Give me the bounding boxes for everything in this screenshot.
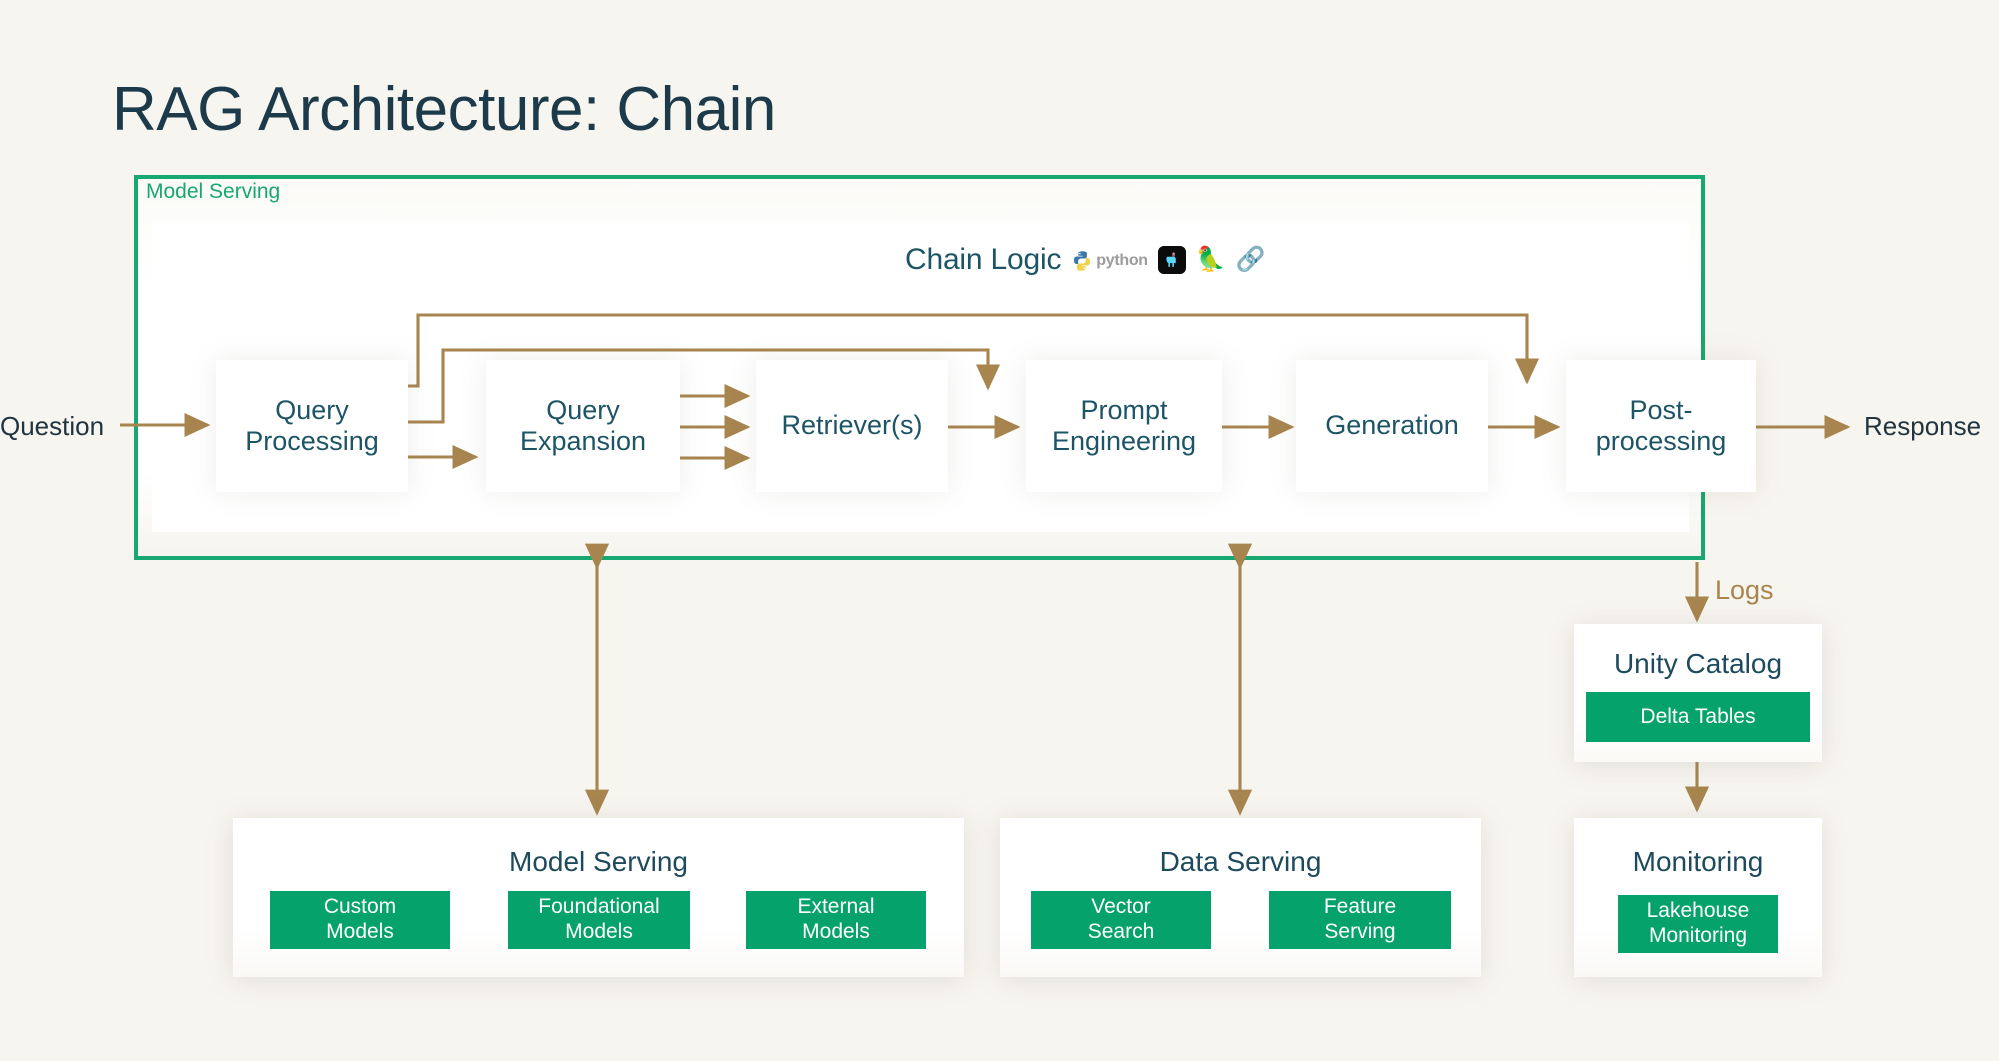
chip-vector-search[interactable]: Vector Search (1031, 891, 1211, 949)
chip-delta-tables-line1: Delta Tables (1640, 704, 1756, 728)
panel-model-serving: Model Serving Custom Models Foundational… (233, 818, 964, 977)
chain-link-emoji-icon: 🔗 (1235, 246, 1266, 273)
chip-lakehouse-monitoring[interactable]: Lakehouse Monitoring (1618, 895, 1778, 953)
chain-step-post-processing[interactable]: Post- processing (1566, 360, 1756, 492)
chip-foundational-models-line1: Foundational (538, 895, 660, 919)
panel-unity-catalog-title: Unity Catalog (1613, 648, 1783, 679)
chain-step-generation-line1: Generation (1325, 410, 1459, 441)
chain-step-prompt-engineering[interactable]: Prompt Engineering (1026, 360, 1222, 492)
edge-label-logs: Logs (1715, 575, 1774, 605)
chip-foundational-models-line2: Models (565, 920, 633, 943)
chain-logic-header: Chain Logic python 🦜 🔗 (905, 243, 1266, 277)
chip-feature-serving-line1: Feature (1323, 895, 1397, 919)
model-serving-container-label: Model Serving (146, 180, 281, 203)
chip-external-models[interactable]: External Models (746, 891, 926, 949)
chain-step-retrievers-line1: Retriever(s) (781, 410, 923, 441)
chain-step-query-expansion[interactable]: Query Expansion (486, 360, 680, 492)
output-label-response: Response (1864, 411, 1982, 441)
chip-vector-search-line2: Search (1087, 920, 1155, 943)
chain-step-prompt-engineering-line1: Prompt (1080, 394, 1168, 425)
panel-model-serving-title: Model Serving (509, 846, 688, 877)
chain-logic-label: Chain Logic (905, 243, 1062, 276)
chip-feature-serving[interactable]: Feature Serving (1269, 891, 1451, 949)
chain-step-post-processing-line1: Post- (1629, 394, 1693, 425)
chip-vector-search-line1: Vector (1091, 895, 1151, 919)
chip-lakehouse-monitoring-line2: Monitoring (1648, 924, 1748, 947)
llamaindex-logo-icon (1157, 246, 1186, 274)
llama-glyph-icon (1166, 252, 1176, 267)
panel-unity-catalog: Unity Catalog Delta Tables (1574, 624, 1822, 762)
python-logo-icon: python (1071, 250, 1148, 272)
chip-custom-models-line1: Custom (323, 895, 397, 919)
chain-step-query-expansion-line2: Expansion (519, 426, 647, 456)
panel-monitoring: Monitoring Lakehouse Monitoring (1574, 818, 1822, 977)
chain-step-query-processing-line2: Processing (245, 426, 379, 456)
chain-step-query-processing[interactable]: Query Processing (216, 360, 408, 492)
chain-step-generation[interactable]: Generation (1296, 360, 1488, 492)
chip-external-models-line2: Models (802, 920, 870, 943)
chip-custom-models-line2: Models (326, 920, 394, 943)
chip-delta-tables[interactable]: Delta Tables (1586, 692, 1810, 742)
chip-external-models-line1: External (797, 895, 875, 919)
chip-feature-serving-line2: Serving (1324, 920, 1396, 943)
panel-data-serving: Data Serving Vector Search Feature Servi… (1000, 818, 1481, 977)
input-label-question: Question (0, 411, 105, 441)
chain-step-query-processing-line1: Query (275, 394, 349, 425)
chip-lakehouse-monitoring-line1: Lakehouse (1646, 899, 1750, 923)
page-title: RAG Architecture: Chain (112, 75, 776, 144)
parrot-emoji-icon: 🦜 (1195, 246, 1226, 273)
panel-monitoring-title: Monitoring (1632, 846, 1764, 877)
python-glyph-icon (1074, 251, 1091, 271)
chip-foundational-models[interactable]: Foundational Models (508, 891, 690, 949)
chain-step-query-expansion-line1: Query (546, 394, 620, 425)
chip-custom-models[interactable]: Custom Models (270, 891, 450, 949)
chain-step-prompt-engineering-line2: Engineering (1051, 426, 1197, 456)
chain-step-retrievers[interactable]: Retriever(s) (756, 360, 948, 492)
python-wordmark-label: python (1096, 252, 1148, 269)
panel-data-serving-title: Data Serving (1159, 846, 1322, 877)
chain-step-post-processing-line2: processing (1595, 426, 1727, 456)
